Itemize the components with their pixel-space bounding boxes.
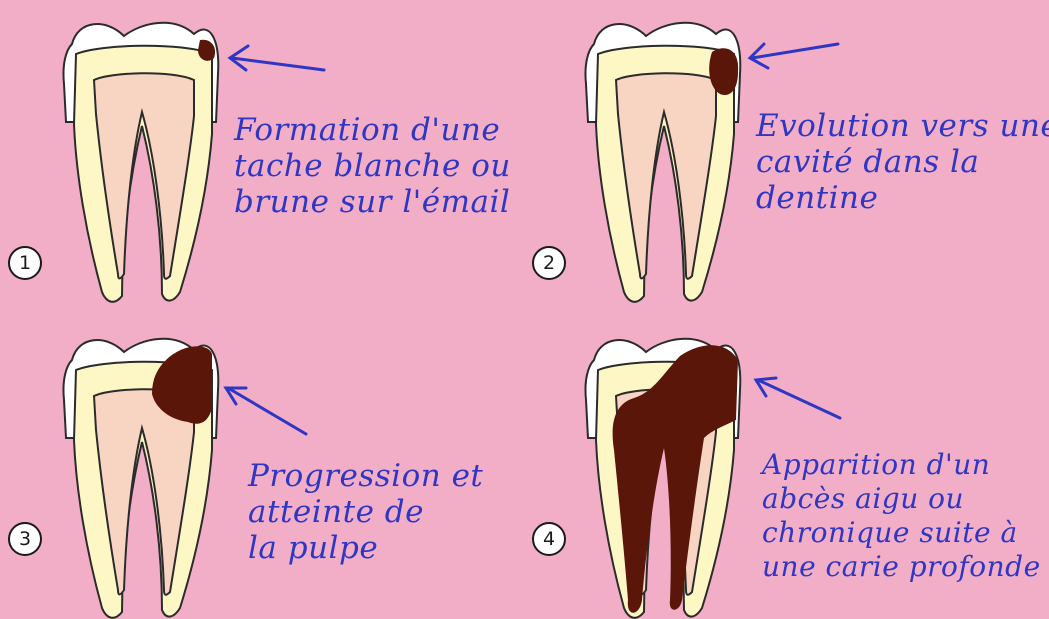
tooth-stage-2 <box>585 23 740 302</box>
caption-line: la pulpe <box>248 530 483 566</box>
arrow-up-left-icon <box>226 388 306 434</box>
caption-line: dentine <box>756 180 1049 216</box>
step-number-badge: 2 <box>532 246 566 280</box>
caption-line: Evolution vers une <box>756 108 1049 144</box>
caption-line: cavité dans la <box>756 144 1049 180</box>
step-number-badge: 1 <box>8 246 42 280</box>
caption-line: tache blanche ou <box>234 148 511 184</box>
caption-line: Formation d'une <box>234 112 511 148</box>
caption-line: chronique suite à <box>762 516 1041 550</box>
caption-line: une carie profonde <box>762 550 1041 584</box>
caption-stage-2: Evolution vers une cavité dans la dentin… <box>756 108 1049 216</box>
caption-stage-4: Apparition d'un abcès aigu ou chronique … <box>762 448 1041 584</box>
step-number-badge: 3 <box>8 522 42 556</box>
tooth-stage-1 <box>63 23 218 302</box>
caption-line: brune sur l'émail <box>234 184 511 220</box>
caption-stage-3: Progression et atteinte de la pulpe <box>248 458 483 566</box>
caption-stage-1: Formation d'une tache blanche ou brune s… <box>234 112 511 220</box>
arrow-left-icon <box>750 44 838 68</box>
caption-line: atteinte de <box>248 494 483 530</box>
arrow-left-icon <box>230 46 324 70</box>
caption-line: Apparition d'un <box>762 448 1041 482</box>
arrow-up-left-icon <box>756 378 840 418</box>
caption-line: Progression et <box>248 458 483 494</box>
step-number-badge: 4 <box>532 522 566 556</box>
tooth-stage-3 <box>63 339 218 618</box>
tooth-stage-4 <box>585 339 740 618</box>
caption-line: abcès aigu ou <box>762 482 1041 516</box>
